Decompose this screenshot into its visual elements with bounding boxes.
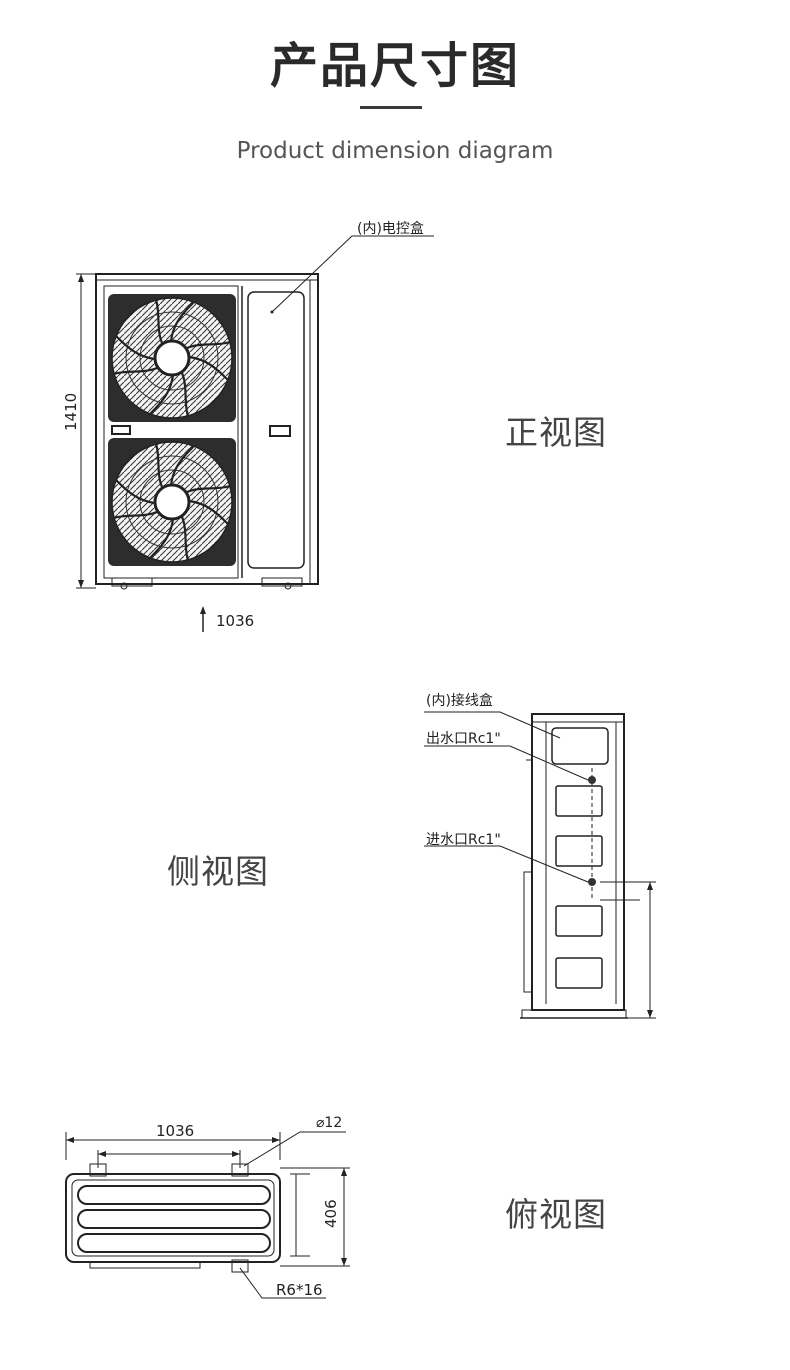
front-height-dimension: 1410 [62, 392, 80, 431]
front-view-unit [76, 235, 434, 632]
side-view-label: 侧视图 [167, 852, 269, 891]
page-subtitle: Product dimension diagram [236, 138, 554, 164]
callout-water-outlet: 出水口Rc1" [426, 731, 501, 747]
radius-dimension: R6*16 [276, 1281, 323, 1299]
front-width-dimension: 1036 [216, 612, 255, 630]
top-depth-dimension: 406 [322, 1199, 340, 1228]
top-view-unit [65, 1131, 350, 1299]
page-title: 产品尺寸图 [269, 38, 520, 94]
front-view-label: 正视图 [505, 413, 607, 452]
callout-control-box: (内)电控盒 [357, 221, 424, 237]
side-view-unit [424, 711, 656, 1019]
title-underline [360, 106, 422, 109]
callout-water-inlet: 进水口Rc1" [426, 832, 501, 848]
hole-diameter-dimension: ⌀12 [316, 1115, 343, 1131]
top-width-dimension: 1036 [156, 1122, 195, 1140]
callout-junction-box: (内)接线盒 [426, 693, 493, 709]
top-view-label: 俯视图 [505, 1195, 607, 1234]
